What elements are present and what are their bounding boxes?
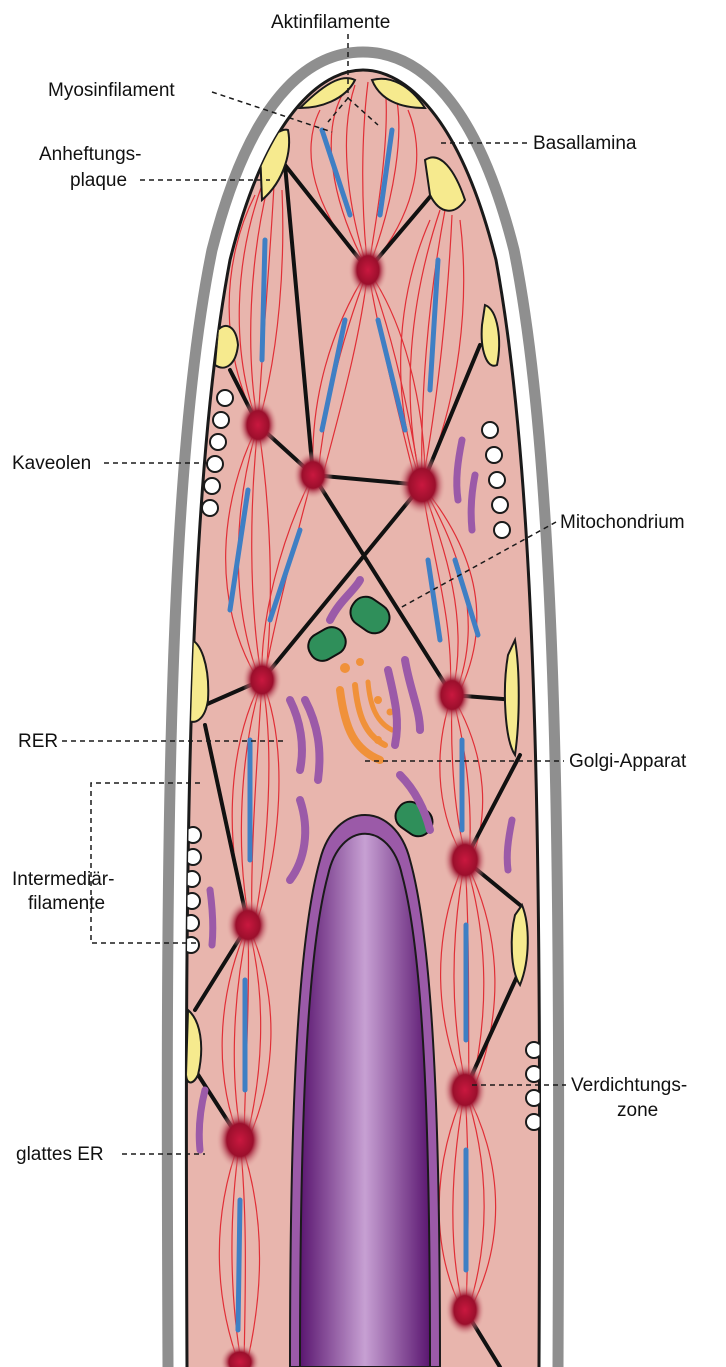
label-kaveolen: Kaveolen [12, 453, 91, 474]
label-aktinfilamente: Aktinfilamente [271, 12, 390, 33]
dense-body [226, 899, 270, 951]
dense-body [398, 455, 446, 515]
dense-body [216, 1110, 264, 1170]
leader-intermediaer-bracket [91, 783, 200, 943]
label-mitochondrium: Mitochondrium [560, 512, 685, 533]
dense-body [443, 1062, 487, 1118]
dense-body [242, 655, 282, 705]
nucleus [290, 815, 440, 1367]
label-myosinfilament: Myosinfilament [48, 80, 175, 101]
label-verdichtungszone: Verdichtungs- [571, 1075, 687, 1096]
dense-body [348, 244, 388, 296]
label-glattes-er: glattes ER [16, 1144, 104, 1165]
label-anheftungsplaque: Anheftungs- [39, 144, 141, 165]
label-anheftungsplaque-2: plaque [70, 170, 127, 191]
label-golgi: Golgi-Apparat [569, 751, 687, 772]
dense-body [445, 1284, 485, 1336]
dense-body [293, 451, 333, 499]
label-intermediaer: Intermediär- [12, 869, 114, 890]
dense-body [432, 669, 472, 721]
dense-body [443, 832, 487, 888]
label-rer: RER [18, 731, 58, 752]
label-intermediaer-2: filamente [28, 893, 105, 914]
label-verdichtungszone-2: zone [617, 1100, 658, 1121]
label-basallamina: Basallamina [533, 133, 637, 154]
dense-body [238, 399, 278, 451]
